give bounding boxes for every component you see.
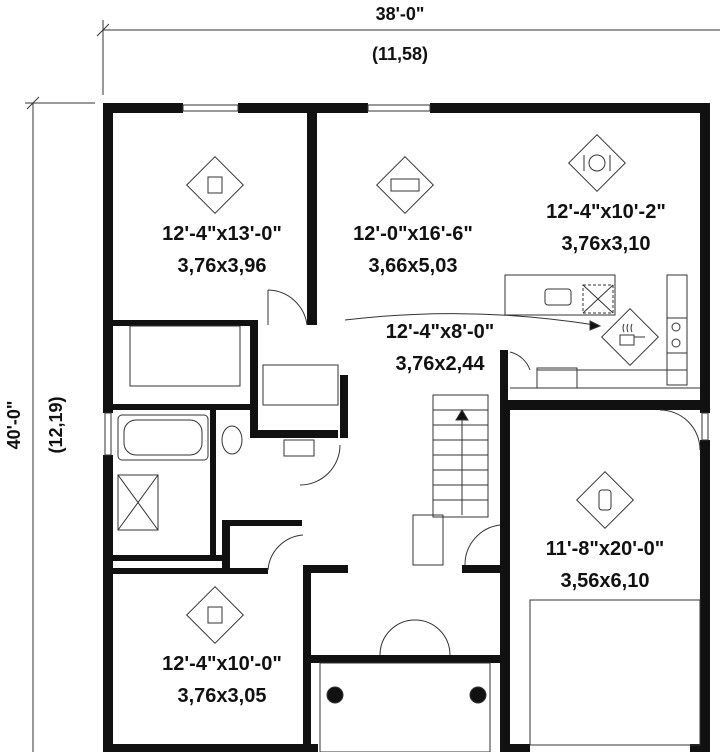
- depth-dimension: 40'-0" (12,19): [4, 96, 95, 752]
- width-metric: (11,58): [372, 44, 428, 64]
- room-metric: 3,76x3,96: [178, 255, 267, 277]
- fixtures: [117, 274, 701, 752]
- room-bedroom-1: 12'-4"x13'-0" 3,76x3,96: [162, 223, 282, 277]
- room-living-room: 12'-0"x16'-6" 3,66x5,03: [353, 223, 473, 277]
- bed-2-icon: [186, 586, 244, 644]
- room-imperial: 12'-4"x10'-2": [546, 201, 666, 223]
- room-metric: 3,76x3,10: [562, 233, 651, 255]
- room-dining-room: 12'-4"x10'-2" 3,76x3,10: [546, 201, 666, 255]
- room-garage: 11'-8"x20'-0" 3,56x6,10: [546, 538, 665, 592]
- interior-walls: [113, 113, 710, 752]
- exterior-walls: [103, 103, 710, 752]
- room-metric: 3,76x2,44: [396, 353, 486, 375]
- room-metric: 3,76x3,05: [178, 685, 267, 707]
- room-imperial: 12'-4"x10'-0": [162, 653, 282, 675]
- cooking-pot-icon: [601, 308, 659, 366]
- plate-cutlery-icon: [568, 134, 626, 192]
- room-imperial: 11'-8"x20'-0": [546, 538, 665, 560]
- bed-1-icon: [186, 156, 244, 214]
- room-imperial: 12'-4"x8'-0": [386, 321, 495, 343]
- room-imperial: 12'-0"x16'-6": [353, 223, 473, 245]
- room-bedroom-2: 12'-4"x10'-0" 3,76x3,05: [162, 653, 282, 707]
- room-metric: 3,56x6,10: [561, 570, 650, 592]
- car-icon: [576, 471, 634, 529]
- room-imperial: 12'-4"x13'-0": [162, 223, 282, 245]
- depth-imperial: 40'-0": [4, 401, 24, 450]
- room-kitchen: 12'-4"x8'-0" 3,76x2,44: [386, 321, 495, 375]
- width-dimension: 38'-0" (11,58): [96, 4, 720, 95]
- sofa-icon: [376, 156, 434, 214]
- depth-metric: (12,19): [46, 396, 66, 453]
- windows: [104, 104, 709, 456]
- room-metric: 3,66x5,03: [369, 255, 458, 277]
- width-imperial: 38'-0": [376, 4, 425, 24]
